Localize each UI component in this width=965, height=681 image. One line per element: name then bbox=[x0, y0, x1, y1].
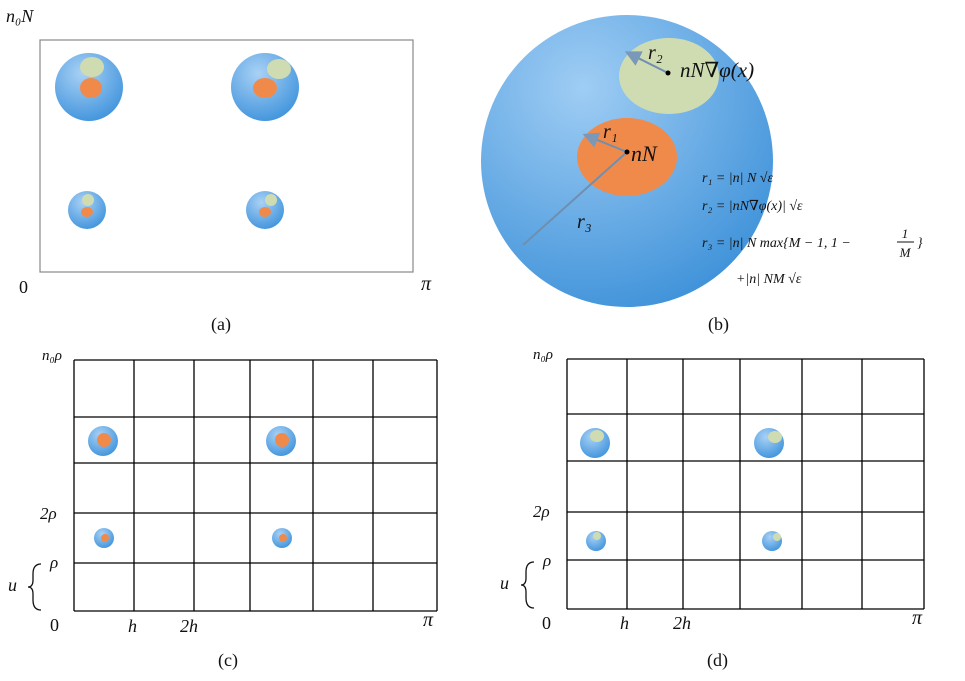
panel-a-x-end-label: π bbox=[421, 273, 432, 295]
panel-a: n₀N 0 π (a) bbox=[6, 6, 432, 335]
panel-d-ball-small-1 bbox=[586, 531, 606, 551]
panel-a-ball-small-1 bbox=[68, 191, 106, 229]
panel-c-x-2h-label: 2h bbox=[180, 616, 198, 636]
panel-a-y-top-label: n₀N bbox=[6, 6, 34, 26]
panel-b-eq-r2: r₂ = |nN∇φ(x)| √ε bbox=[702, 199, 803, 214]
panel-a-caption: (a) bbox=[211, 314, 231, 335]
panel-d-u-brace bbox=[520, 561, 535, 609]
panel-b-r2-label: r₂ bbox=[648, 42, 663, 64]
panel-b-eq-r1: r₁ = |n| N √ε bbox=[702, 171, 773, 186]
panel-a-ball-large-2 bbox=[231, 53, 299, 121]
panel-b: r₂ r₁ r₃ nN∇φ(x) nN r₁ = |n| N √ε r₂ = |… bbox=[481, 15, 923, 335]
panel-a-origin-label: 0 bbox=[19, 277, 28, 297]
panel-c-y-top-label: n₀ρ bbox=[42, 348, 62, 364]
panel-c-ball-small-1 bbox=[94, 528, 114, 548]
panel-b-r2-arrow bbox=[624, 51, 669, 74]
panel-d-y-rho-label: ρ bbox=[542, 551, 551, 570]
panel-d-ball-small-2 bbox=[762, 531, 782, 551]
panel-d-u-label: u bbox=[500, 573, 509, 593]
panel-d-caption: (d) bbox=[707, 650, 728, 671]
panel-d: n₀ρ 2ρ ρ u 0 h 2h π (d) bbox=[500, 347, 925, 671]
panel-a-ball-large-1 bbox=[55, 53, 123, 121]
panel-b-r3-line bbox=[522, 151, 628, 246]
panel-b-eq-r3: r₃ = |n| N max{M − 1, 1 − bbox=[702, 236, 851, 251]
panel-c-ball-large-1 bbox=[88, 426, 118, 456]
panel-c-x-h-label: h bbox=[128, 616, 137, 636]
panel-b-r3-label: r₃ bbox=[577, 211, 592, 233]
panel-c-u-label: u bbox=[8, 575, 17, 595]
panel-c-ball-small-2 bbox=[272, 528, 292, 548]
panel-b-center-label: nN bbox=[631, 141, 658, 166]
panel-b-r1-label: r₁ bbox=[603, 121, 618, 143]
panel-c-y-rho-label: ρ bbox=[49, 553, 58, 572]
panel-d-x-end-label: π bbox=[912, 607, 923, 629]
panel-b-eq-r3-close: } bbox=[917, 236, 923, 251]
panel-b-center-point bbox=[624, 149, 630, 155]
panel-c-origin-label: 0 bbox=[50, 615, 59, 635]
panel-d-grid bbox=[566, 358, 925, 610]
panel-c-y-2rho-label: 2ρ bbox=[40, 504, 57, 523]
panel-c-x-end-label: π bbox=[423, 609, 434, 631]
panel-b-gradient-point bbox=[665, 70, 671, 76]
panel-c-ball-large-2 bbox=[266, 426, 296, 456]
panel-b-r1-arrow bbox=[582, 132, 628, 153]
panel-d-y-top-label: n₀ρ bbox=[533, 347, 553, 363]
panel-d-x-h-label: h bbox=[620, 613, 629, 633]
panel-b-equations: r₁ = |n| N √ε r₂ = |nN∇φ(x)| √ε r₃ = |n|… bbox=[702, 171, 923, 287]
panel-d-origin-label: 0 bbox=[542, 613, 551, 633]
panel-b-eq-r3-frac-den: M bbox=[899, 245, 912, 260]
panel-b-gradient-label: nN∇φ(x) bbox=[680, 58, 754, 82]
panel-b-eq-r3-cont: +|n| NM √ε bbox=[736, 272, 802, 287]
panel-c-u-brace bbox=[27, 563, 42, 611]
panel-b-gradient-ball bbox=[619, 38, 719, 114]
panel-c-grid bbox=[73, 359, 438, 612]
panel-c: n₀ρ 2ρ ρ u 0 h 2h π (c) bbox=[8, 348, 438, 671]
panel-b-caption: (b) bbox=[708, 314, 729, 335]
panel-b-eq-r3-frac-num: 1 bbox=[902, 226, 909, 241]
panel-b-center-ball bbox=[577, 118, 677, 196]
panel-d-y-2rho-label: 2ρ bbox=[533, 502, 550, 521]
panel-d-ball-large-2 bbox=[754, 428, 784, 458]
panel-a-ball-small-2 bbox=[246, 191, 284, 229]
panel-c-caption: (c) bbox=[218, 650, 238, 671]
panel-d-x-2h-label: 2h bbox=[673, 613, 691, 633]
panel-d-ball-large-1 bbox=[580, 428, 610, 458]
